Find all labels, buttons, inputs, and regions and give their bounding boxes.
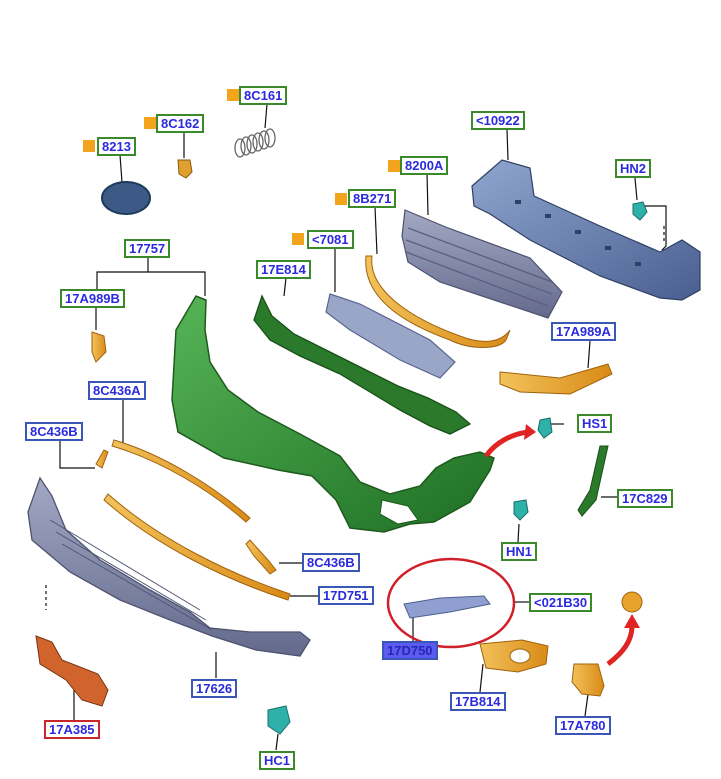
label-17A780: 17A780 <box>555 716 611 735</box>
label-8200A: 8200A <box>400 156 449 175</box>
label-17757: 17757 <box>124 239 171 258</box>
bracket-right <box>499 363 613 395</box>
label-17A989A: 17A989A <box>551 322 616 341</box>
clip-hn1-part <box>513 499 529 521</box>
arrow-cap-head <box>624 614 640 628</box>
label-10922: <10922 <box>471 111 525 130</box>
bumper-cover <box>171 295 495 533</box>
trim-upper <box>111 439 251 523</box>
arrow-hs1 <box>483 429 529 458</box>
clip-hn2-part <box>632 201 648 221</box>
trim-lower-end <box>245 539 277 575</box>
label-8C436B-low: 8C436B <box>302 553 360 572</box>
label-17E814: 17E814 <box>256 260 311 279</box>
label-17A989B: 17A989B <box>60 289 125 308</box>
label-8C161: 8C161 <box>239 86 288 105</box>
orange-tag <box>227 89 239 101</box>
label-021B30: <021B30 <box>529 593 593 612</box>
tow-cap <box>621 591 643 613</box>
trim-small <box>95 449 109 469</box>
arrow-hs1-head <box>524 424 536 440</box>
lower-strip <box>403 595 491 619</box>
label-HC1: HC1 <box>259 751 296 770</box>
upper-absorber <box>253 294 472 435</box>
reflector-panel <box>325 293 456 379</box>
label-17A385: 17A385 <box>44 720 100 739</box>
label-8C436A: 8C436A <box>88 381 146 400</box>
fog-bezel-hole <box>509 648 531 664</box>
lower-grille <box>27 476 311 657</box>
label-17626: 17626 <box>191 679 238 698</box>
label-HN1: HN1 <box>501 542 538 561</box>
tow-bracket <box>571 663 605 697</box>
side-deflector <box>577 445 609 517</box>
bumper-fog-cutouts <box>379 499 419 525</box>
arrow-cap <box>606 625 635 666</box>
lower-grille-mesh <box>49 519 213 631</box>
spring-part <box>234 128 276 158</box>
highlight-ring <box>386 557 516 649</box>
trim-lower <box>103 493 291 601</box>
label-17C829: 17C829 <box>617 489 673 508</box>
clip-hc1-part <box>267 705 291 735</box>
label-8213: 8213 <box>97 137 136 156</box>
label-17D750: 17D750 <box>382 641 438 660</box>
label-17B814: 17B814 <box>450 692 506 711</box>
reinforcement-holes <box>515 200 641 266</box>
emblem-part <box>101 181 151 215</box>
license-bracket <box>35 635 109 707</box>
clip-part <box>177 159 193 179</box>
orange-tag <box>83 140 95 152</box>
label-8B271: 8B271 <box>348 189 397 208</box>
label-8C436B-top: 8C436B <box>25 422 83 441</box>
label-7081: <7081 <box>307 230 354 249</box>
orange-tag <box>388 160 400 172</box>
label-HS1: HS1 <box>577 414 613 433</box>
grille-trim <box>365 255 511 348</box>
grille-slats <box>405 227 553 307</box>
orange-tag <box>335 193 347 205</box>
upper-grille <box>401 209 563 319</box>
bumper-reinforcement <box>471 159 701 301</box>
clip-hs1-part <box>537 417 553 439</box>
label-8C162: 8C162 <box>156 114 205 133</box>
orange-tag <box>292 233 304 245</box>
label-17D751: 17D751 <box>318 586 374 605</box>
label-HN2: HN2 <box>615 159 652 178</box>
bracket-left <box>91 331 107 363</box>
orange-tag <box>144 117 156 129</box>
